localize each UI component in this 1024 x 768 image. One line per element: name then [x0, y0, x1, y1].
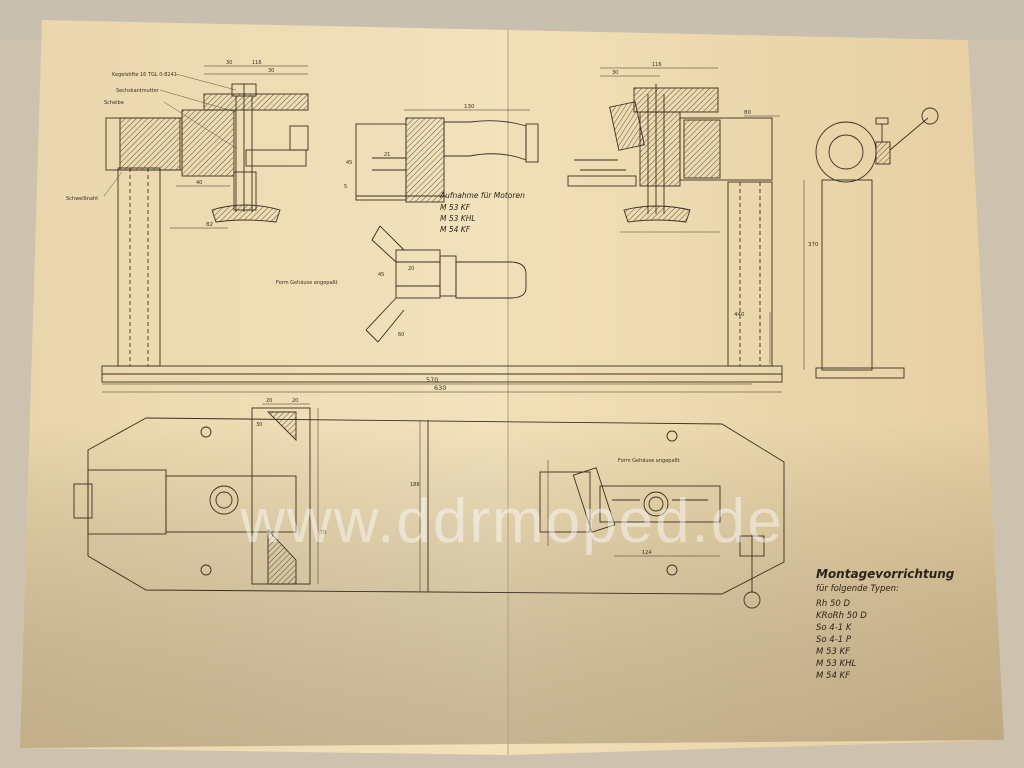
dim-left-40: 40: [196, 180, 202, 186]
mount-note-motor-2: M 53 KHL: [440, 214, 476, 223]
dim-center-45: 45: [346, 160, 352, 166]
dim-right-top-b: 116: [652, 62, 662, 68]
type-6: M 53 KHL: [816, 659, 857, 669]
plan-view: [73, 407, 785, 609]
dim-center-21: 21: [384, 152, 390, 158]
drawing-title: Montagevorrichtung: [816, 567, 955, 581]
dim-630: 630: [434, 384, 446, 392]
mount-note: Aufnahme für Motoren M 53 KF M 53 KHL M …: [276, 191, 680, 464]
dim-left-82: 82: [206, 222, 213, 228]
dim-440: 440: [734, 312, 745, 318]
dim-center-5: 5: [344, 184, 347, 190]
dim-right-top-a: 30: [612, 70, 618, 76]
front-view: [101, 83, 939, 383]
dim-v-20: 20: [408, 266, 414, 272]
plan-dimensions: [262, 403, 720, 592]
dim-top-a: 30: [226, 60, 232, 66]
dim-plan-20b: 20: [292, 398, 298, 404]
callout-3: Scheibe: [104, 100, 124, 106]
front-dimensions: [102, 65, 805, 393]
housing-note-1: Form Gehäuse angepaßt: [276, 280, 338, 286]
title-block: Montagevorrichtung für folgende Typen: R…: [816, 567, 955, 681]
dim-plan-188: 188: [410, 482, 420, 488]
housing-note-2: Form Gehäuse angepaßt: [618, 458, 680, 464]
dim-top-b: 30: [268, 68, 274, 74]
dim-570: 570: [426, 376, 438, 384]
type-7: M 54 KF: [816, 671, 850, 681]
mount-note-heading: Aufnahme für Motoren: [439, 191, 525, 200]
mount-note-motor-3: M 54 KF: [440, 225, 471, 234]
part-callouts: Kegelstifte 16 TGL 0-8241 Sechskantmutte…: [66, 72, 237, 202]
dim-plan-70: 70: [320, 530, 326, 536]
type-2: KRoRh 50 D: [816, 611, 867, 621]
callout-4: Schweißnaht: [66, 196, 98, 202]
dim-plan-30: 30: [256, 422, 262, 428]
dim-v-45: 45: [378, 272, 384, 278]
watermark: www.ddrmoped.de: [239, 487, 784, 556]
mount-note-motor-1: M 53 KF: [440, 203, 471, 212]
drawing-subtitle: für folgende Typen:: [816, 584, 899, 594]
dimension-labels: 570 630 440 370 30 30 116 30 116 80 82 4…: [196, 60, 819, 556]
dim-370: 370: [808, 242, 819, 248]
type-1: Rh 50 D: [816, 599, 851, 609]
dim-plan-20a: 20: [266, 398, 272, 404]
callout-1: Kegelstifte 16 TGL 0-8241: [112, 72, 177, 78]
mount-detail: [355, 117, 539, 343]
dim-right-80: 80: [744, 110, 751, 116]
dim-v-60: 60: [398, 332, 404, 338]
type-4: So 4-1 P: [816, 635, 852, 645]
type-3: So 4-1 K: [816, 623, 853, 633]
dim-plan-124: 124: [642, 550, 652, 556]
dim-center-130: 130: [464, 104, 475, 110]
dim-top-c: 116: [252, 60, 262, 66]
type-5: M 53 KF: [816, 647, 850, 657]
callout-2: Sechskantmutter: [116, 88, 160, 94]
